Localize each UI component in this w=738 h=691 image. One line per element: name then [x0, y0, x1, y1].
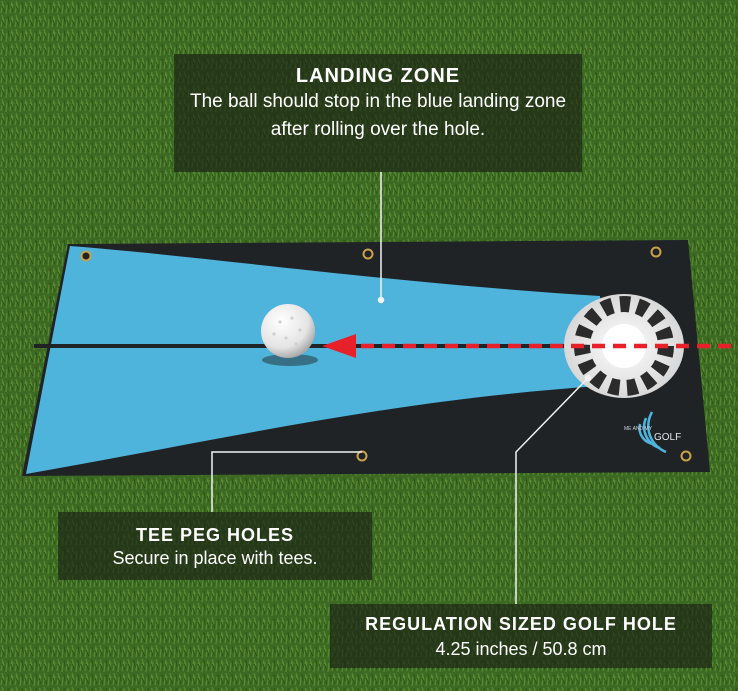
landing-zone-description: The ball should stop in the blue landing… [189, 91, 567, 140]
landing-zone-callout: LANDING ZONE The ball should stop in the… [174, 54, 582, 172]
landing-zone-title: LANDING ZONE [295, 65, 461, 87]
me-and-my-golf-logo-icon: ME AND MY GOLF [624, 411, 681, 454]
tee-peg-holes-description: Secure in place with tees. [112, 548, 318, 568]
putt-direction-arrowhead [322, 334, 356, 358]
golf-hole-size: 4.25 inches / 50.8 cm [435, 639, 607, 659]
golf-hole-callout: REGULATION SIZED GOLF HOLE 4.25 inches /… [330, 604, 712, 668]
callout-leader-lines [211, 172, 592, 604]
golf-hole-title: REGULATION SIZED GOLF HOLE [365, 614, 677, 634]
tee-peg-hole-grommets [80, 246, 692, 462]
mat-logo-large-text: GOLF [654, 432, 681, 443]
tee-peg-holes-title: TEE PEG HOLES [135, 525, 295, 545]
mat-logo-small-text: ME AND MY [624, 426, 653, 432]
landing-zone-blue [26, 246, 600, 474]
tee-peg-holes-callout: TEE PEG HOLES Secure in place with tees. [58, 512, 372, 580]
golf-ball [261, 304, 318, 366]
